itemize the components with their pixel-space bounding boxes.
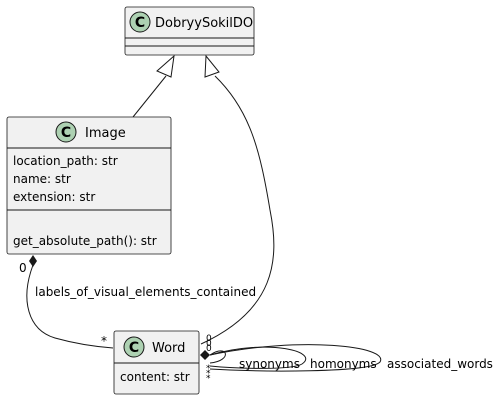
- class-stereotype-icon: [129, 11, 151, 33]
- class-attribute: content: str: [120, 370, 190, 384]
- composition-label: labels_of_visual_elements_contained: [35, 285, 256, 299]
- multiplicity-end: *: [206, 374, 211, 384]
- generalization-line: [132, 75, 167, 118]
- generalization-word-to-base: [200, 54, 275, 345]
- multiplicity-end: *: [206, 364, 211, 374]
- class-box: [124, 6, 255, 56]
- multiplicity-end: *: [206, 369, 211, 379]
- class-name: Image: [85, 126, 126, 141]
- composition-image-word: labels_of_visual_elements_contained 0 *: [19, 255, 256, 349]
- class-stereotype-icon: [55, 121, 77, 143]
- multiplicity-start: 0: [206, 334, 212, 344]
- class-name: DobryySokilDO: [155, 16, 253, 31]
- class-stereotype-letter: C: [61, 125, 71, 141]
- association-label: associated_words: [387, 357, 493, 371]
- inheritance-arrowhead: [204, 54, 220, 78]
- class-word[interactable]: C Word content: str: [113, 330, 200, 395]
- multiplicity-start: 0: [206, 344, 212, 354]
- association-label: synonyms: [239, 357, 300, 371]
- class-image[interactable]: C Image location_path: str name: str ext…: [6, 116, 172, 255]
- class-dobryysokildo[interactable]: C DobryySokilDO: [124, 6, 255, 56]
- class-name: Word: [152, 341, 185, 356]
- class-attribute: extension: str: [13, 190, 95, 204]
- generalization-line: [200, 75, 275, 345]
- composition-diamond: [200, 350, 210, 360]
- class-attribute: location_path: str: [13, 154, 118, 168]
- class-stereotype-letter: C: [135, 15, 145, 31]
- inheritance-arrowhead: [156, 54, 175, 78]
- composition-line: [26, 264, 114, 349]
- class-attribute: name: str: [13, 172, 71, 186]
- self-loop-line: [209, 344, 382, 372]
- class-stereotype-icon: [123, 336, 145, 358]
- self-loop-line: [209, 350, 226, 364]
- association-label: homonyms: [310, 357, 377, 371]
- class-method: get_absolute_path(): str: [13, 234, 157, 248]
- generalization-image-to-base: [132, 54, 175, 118]
- composition-diamond: [29, 255, 37, 267]
- target-multiplicity: *: [101, 334, 107, 348]
- word-self-compositions: synonyms homonyms associated_words 0 0 0…: [200, 334, 493, 384]
- multiplicity-start: 0: [206, 339, 212, 349]
- class-box: [6, 116, 172, 255]
- class-stereotype-letter: C: [129, 340, 139, 356]
- source-multiplicity: 0: [19, 261, 27, 275]
